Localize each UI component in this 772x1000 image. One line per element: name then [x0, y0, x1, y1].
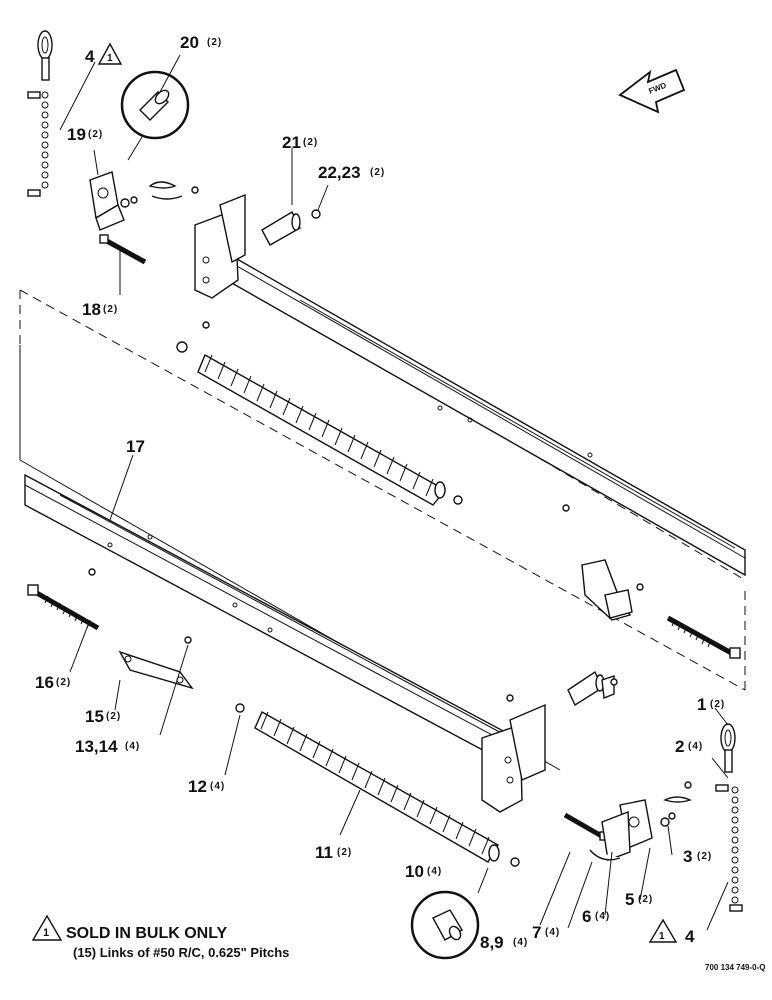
svg-text:(4): (4): [688, 741, 703, 752]
detail-circle-20: [120, 70, 190, 161]
svg-text:(2): (2): [106, 711, 121, 722]
detail-circle-10: [410, 867, 489, 960]
svg-text:18: 18: [82, 300, 101, 319]
svg-text:20: 20: [180, 33, 199, 52]
svg-text:1: 1: [697, 695, 706, 714]
callout-11: 11 (2): [315, 843, 352, 862]
callout-1: 1 (2): [697, 695, 725, 714]
callout-15: 15 (2): [85, 707, 121, 726]
bolt-18: [99, 234, 147, 265]
callout-21: 21 (2): [282, 133, 318, 152]
small-hardware: [88, 321, 644, 713]
callout-4-bottom: 1 4: [648, 918, 695, 946]
spring-11: [254, 711, 520, 867]
svg-text:17: 17: [126, 437, 145, 456]
svg-text:(2): (2): [88, 129, 103, 140]
svg-text:1: 1: [659, 931, 665, 942]
upper-right-bracket: [581, 559, 633, 621]
svg-text:22,23: 22,23: [318, 163, 361, 182]
callout-10: 10 (4): [405, 862, 442, 881]
callout-6: 6 (4): [582, 907, 610, 926]
svg-text:3: 3: [683, 847, 692, 866]
lower-right-bracket: [481, 703, 546, 813]
svg-text:1: 1: [107, 53, 113, 64]
svg-text:(2): (2): [303, 137, 318, 148]
svg-text:6: 6: [582, 907, 591, 926]
svg-text:(4): (4): [513, 937, 528, 948]
upper-spring: [176, 341, 463, 506]
svg-text:11: 11: [315, 843, 333, 862]
svg-text:(2): (2): [207, 37, 222, 48]
svg-text:(2): (2): [103, 304, 118, 315]
callout-8-9: 8,9 (4): [480, 933, 528, 952]
bulk-note: 1 SOLD IN BULK ONLY (15) Links of #50 R/…: [31, 914, 289, 960]
leader-lines: [59, 54, 729, 931]
svg-text:4: 4: [685, 927, 695, 946]
svg-text:15: 15: [85, 707, 104, 726]
callout-22-23: 22,23 (2): [318, 163, 385, 182]
svg-text:(15) Links of #50 R/C, 0.625": (15) Links of #50 R/C, 0.625" Pitchs: [73, 945, 289, 960]
chain-anchor-5: [589, 781, 692, 861]
callout-16: 16 (2): [35, 673, 71, 692]
chain-anchor-19: [89, 171, 199, 231]
bolt-lower-right: [563, 812, 609, 841]
svg-text:19: 19: [67, 125, 86, 144]
svg-text:21: 21: [282, 133, 301, 152]
drawing-number: 700 134 749-0-Q: [705, 963, 766, 972]
bracket-15: [118, 636, 194, 690]
svg-text:7: 7: [532, 923, 541, 942]
svg-text:(4): (4): [125, 741, 140, 752]
callout-3: 3 (2): [683, 847, 712, 866]
svg-text:(2): (2): [370, 167, 385, 178]
upper-left-bracket: [194, 193, 246, 299]
callout-12: 12 (4): [188, 777, 225, 796]
fwd-arrow-icon: FWD: [618, 68, 686, 114]
svg-text:(4): (4): [427, 866, 442, 877]
callout-18: 18 (2): [82, 300, 118, 319]
svg-text:2: 2: [675, 737, 684, 756]
callout-20: 20 (2): [180, 33, 222, 52]
eye-bolt-16: [27, 584, 100, 631]
callout-13-14: 13,14 (4): [75, 737, 140, 756]
callout-17: 17: [126, 437, 145, 456]
svg-text:1: 1: [43, 927, 49, 939]
chain-4-top: [27, 30, 53, 197]
svg-text:8,9: 8,9: [480, 933, 504, 952]
svg-text:(2): (2): [697, 851, 712, 862]
callout-2: 2 (4): [675, 737, 703, 756]
svg-text:12: 12: [188, 777, 207, 796]
svg-text:(4): (4): [595, 911, 610, 922]
callout-19: 19 (2): [67, 125, 103, 144]
spacer-21: [261, 209, 615, 707]
svg-text:(2): (2): [638, 894, 653, 905]
svg-text:(4): (4): [545, 927, 560, 938]
svg-text:(2): (2): [710, 699, 725, 710]
svg-text:4: 4: [85, 47, 95, 66]
svg-text:5: 5: [625, 890, 634, 909]
svg-text:(2): (2): [56, 677, 71, 688]
callout-4-top: 4 1: [85, 42, 123, 66]
callout-5: 5 (2): [625, 890, 653, 909]
svg-text:SOLD IN BULK ONLY: SOLD IN BULK ONLY: [66, 925, 228, 942]
eye-bolt-right: [666, 615, 741, 659]
callout-7: 7 (4): [532, 923, 560, 942]
svg-text:10: 10: [405, 862, 424, 881]
chain-4-bottom: [715, 723, 743, 912]
svg-text:(4): (4): [210, 781, 225, 792]
svg-text:13,14: 13,14: [75, 737, 118, 756]
svg-text:(2): (2): [337, 847, 352, 858]
svg-text:16: 16: [35, 673, 54, 692]
